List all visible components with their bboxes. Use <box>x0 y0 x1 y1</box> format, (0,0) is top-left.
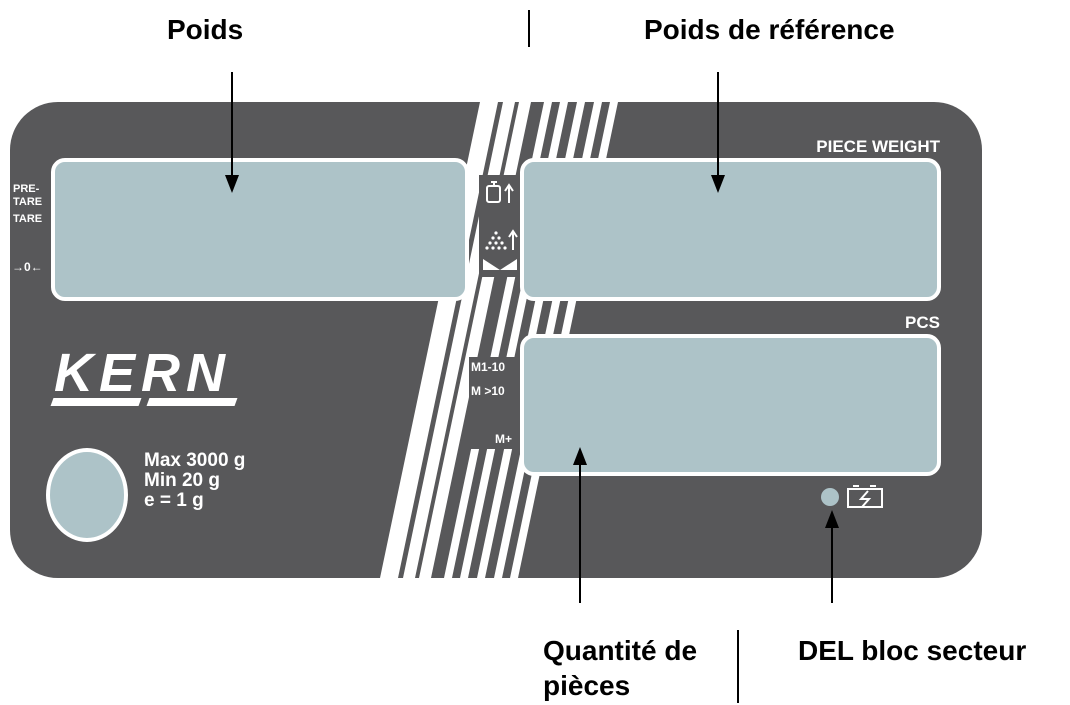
kern-underline-left <box>50 398 142 406</box>
sensor-window <box>46 448 128 542</box>
arrow-poids-reference <box>711 72 725 193</box>
callout-poids-reference: Poids de référence <box>644 14 895 45</box>
callout-poids: Poids <box>167 14 244 45</box>
spec-max: Max 3000 g <box>144 450 245 471</box>
reference-weight-display <box>520 158 941 301</box>
piece-weight-label: PIECE WEIGHT <box>816 137 940 156</box>
m-plus-label: M+ <box>495 432 512 446</box>
stability-triangles-icon <box>483 259 517 270</box>
m1-10-label: M1-10 <box>471 360 505 374</box>
pre-tare-label-tare: TARE <box>13 196 42 208</box>
pre-tare-label-pre: PRE- <box>13 183 40 195</box>
tare-label: TARE <box>13 213 42 225</box>
kern-underline-right <box>146 398 238 406</box>
spec-e: e = 1 g <box>144 490 204 511</box>
m-gt10-label: M >10 <box>471 384 505 398</box>
callout-quantite-line2: pièces <box>543 670 631 701</box>
arrow-poids <box>225 72 239 193</box>
pieces-icon <box>485 231 507 250</box>
callout-quantite-line1: Quantité de <box>543 635 698 666</box>
arrow-del <box>825 510 839 603</box>
power-led <box>821 488 839 506</box>
reference-weight-icon <box>486 181 514 203</box>
zero-label: →0← <box>12 260 43 274</box>
pieces-up-arrow-icon <box>508 229 518 250</box>
arrow-quantite <box>573 447 587 603</box>
battery-charge-icon <box>847 485 883 508</box>
spec-min: Min 20 g <box>144 470 220 491</box>
weight-display <box>51 158 469 301</box>
pcs-label: PCS <box>905 313 940 332</box>
callout-del-bloc-secteur: DEL bloc secteur <box>798 635 1027 666</box>
kern-logo: KERN <box>54 343 231 403</box>
piece-count-display <box>520 334 941 476</box>
memory-column <box>469 357 521 449</box>
